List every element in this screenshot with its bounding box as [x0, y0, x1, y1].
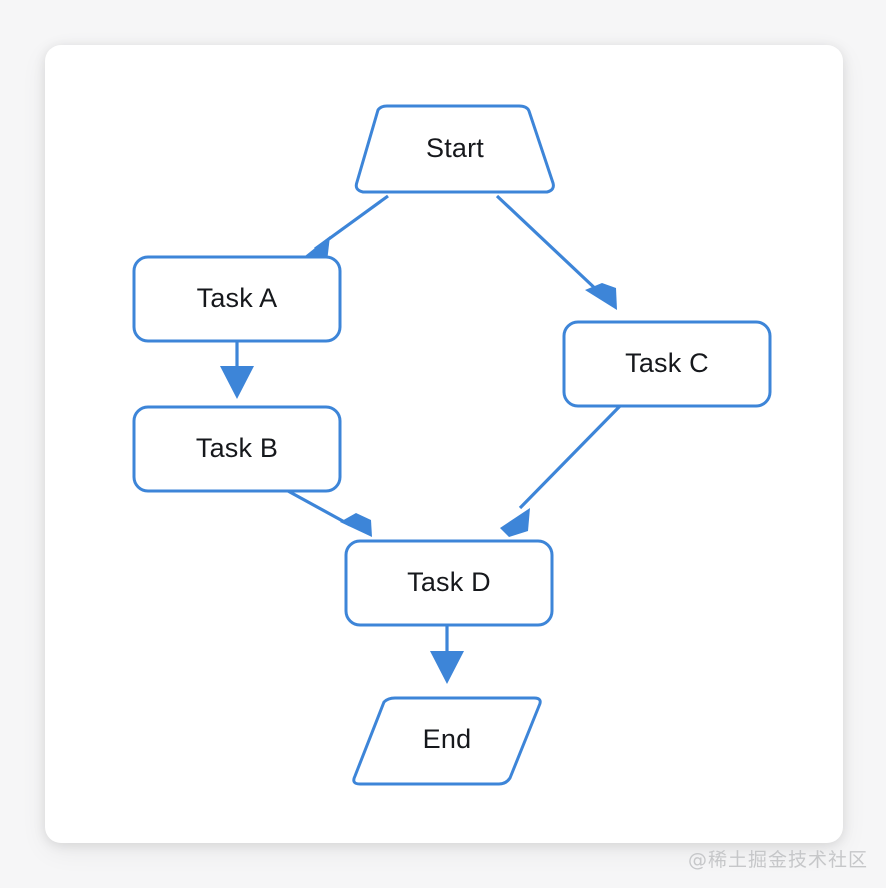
node-taskD[interactable]: Task D — [344, 539, 554, 627]
edge-taskA-to-taskB — [220, 341, 254, 399]
node-end-label: End — [423, 724, 472, 754]
node-start-label: Start — [426, 133, 484, 163]
watermark-text: @稀土掘金技术社区 — [687, 849, 868, 871]
edge-start-to-taskC — [495, 194, 617, 310]
node-end[interactable]: End — [352, 696, 542, 786]
node-taskC[interactable]: Task C — [562, 320, 772, 408]
node-start[interactable]: Start — [354, 104, 555, 194]
edge-taskD-to-end — [430, 625, 464, 684]
node-taskC-label: Task C — [625, 348, 709, 378]
edge-taskB-to-taskD — [287, 489, 372, 537]
node-taskB-label: Task B — [196, 433, 278, 463]
node-taskD-label: Task D — [407, 567, 491, 597]
node-taskA-label: Task A — [197, 283, 278, 313]
edge-taskC-to-taskD — [500, 404, 622, 537]
node-taskB[interactable]: Task B — [132, 405, 342, 493]
node-taskA[interactable]: Task A — [132, 255, 342, 343]
